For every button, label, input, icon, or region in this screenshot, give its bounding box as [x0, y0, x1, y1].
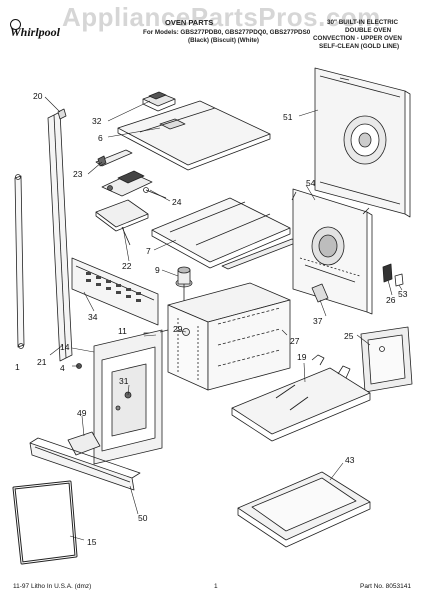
- callout-54: 54: [306, 178, 316, 188]
- part-1-rod: [14, 174, 25, 349]
- part-23-bar: [95, 149, 133, 167]
- callout-4: 4: [60, 363, 65, 373]
- part-6-top-panel: [117, 100, 271, 171]
- callout-37: 37: [313, 316, 323, 326]
- callout-31: 31: [119, 376, 129, 386]
- footer-litho: 11-97 Litho In U.S.A. (dmz): [13, 583, 92, 590]
- callout-6: 6: [98, 133, 103, 143]
- product-desc-1: 30" BUILT-IN ELECTRIC: [327, 19, 399, 26]
- part-51-door-trim: [29, 437, 141, 491]
- callout-50: 51: [283, 112, 293, 122]
- callout-29: 29: [173, 324, 183, 334]
- color-list: (Black) (Biscuit) (White): [188, 37, 260, 44]
- callout-labels: 1 4 6 7 9 11 14 15 19 20 21 22 23 24 25 …: [15, 91, 408, 547]
- part-43-bottom-tray: [237, 471, 371, 548]
- callout-20: 20: [33, 91, 43, 101]
- callout-23: 23: [73, 169, 83, 179]
- part-32-bracket: [142, 91, 176, 112]
- callout-25: 25: [344, 331, 354, 341]
- part-20-trim-strip: [47, 108, 73, 362]
- callout-19: 19: [297, 352, 307, 362]
- part-24-switch-assembly: [101, 170, 167, 199]
- watermark: AppliancePartsPros.com: [62, 2, 381, 32]
- callout-14: 14: [60, 342, 70, 352]
- callout-43: 43: [345, 455, 355, 465]
- part-26-clip: [382, 263, 393, 283]
- callout-49: 49: [77, 408, 87, 418]
- callout-53: 53: [398, 289, 408, 299]
- product-desc-4: SELF-CLEAN (GOLD LINE): [319, 43, 400, 50]
- part-19-tray: [231, 354, 371, 442]
- callout-1: 1: [15, 362, 20, 372]
- part-15-gasket: [12, 480, 78, 565]
- part-34-control-panel: [71, 257, 159, 326]
- product-desc-3: CONVECTION - UPPER OVEN: [313, 35, 402, 42]
- brand-logo-ring: [10, 19, 21, 30]
- callout-22: 22: [122, 261, 132, 271]
- callout-34: 34: [88, 312, 98, 322]
- part-50-rear-panel: [314, 67, 411, 218]
- callout-9: 9: [155, 265, 160, 275]
- product-desc-2: DOUBLE OVEN: [345, 27, 392, 34]
- part-53-clip: [394, 273, 404, 287]
- part-7-mid-panel: [151, 197, 291, 269]
- part-14-door-frame: [93, 329, 169, 465]
- footer-page-number: 1: [214, 583, 218, 590]
- callout-15: 15: [87, 537, 97, 547]
- callout-11: 11: [118, 326, 127, 336]
- callout-26: 26: [386, 295, 396, 305]
- callout-24: 24: [172, 197, 182, 207]
- part-27-oven-cavity: [167, 282, 291, 391]
- footer-part-number: Part No. 8053141: [360, 583, 411, 590]
- model-list: For Models: GBS277PDB0, GBS277PDQ0, GBS2…: [143, 29, 311, 36]
- callout-32: 32: [92, 116, 102, 126]
- brand-logo: Whirlpool: [10, 25, 61, 39]
- callout-27: 27: [290, 336, 300, 346]
- callout-7: 7: [146, 246, 151, 256]
- callout-21: 21: [37, 357, 47, 367]
- part-54-convection-cover: [291, 188, 373, 315]
- leader-lines: [44, 96, 403, 541]
- callout-51: 50: [138, 513, 148, 523]
- part-37-bracket: [311, 283, 329, 303]
- diagram-title: OVEN PARTS: [165, 18, 214, 27]
- part-22-plate: [95, 199, 149, 246]
- part-25-side-panel: [360, 326, 413, 393]
